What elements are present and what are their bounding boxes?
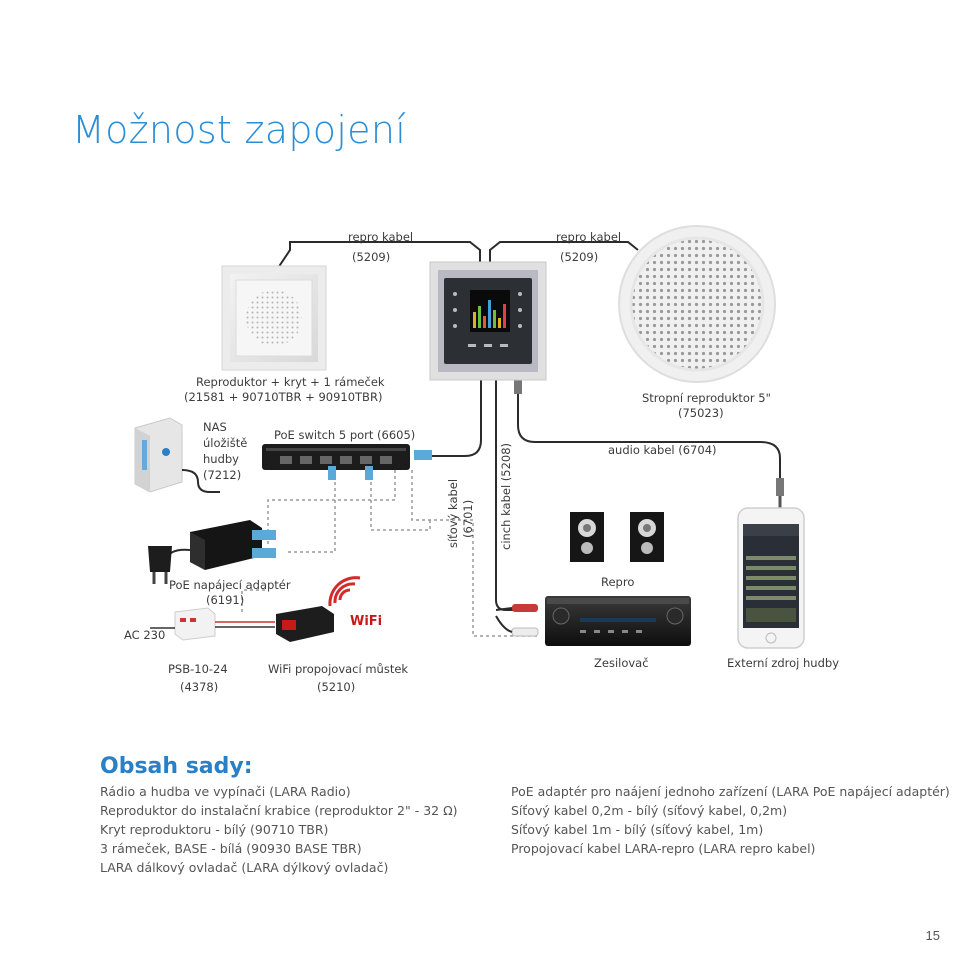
poe-adapter <box>148 520 276 584</box>
psb-label-line1: PSB-10-24 <box>168 662 228 676</box>
list-item: PoE adaptér pro naájení jednoho zařízení… <box>511 784 950 799</box>
amplifier <box>545 596 691 646</box>
ceiling-speaker-label-line2: (75023) <box>678 406 724 420</box>
list-item: Kryt reproduktoru - bílý (90710 TBR) <box>100 822 329 837</box>
psb-label-line2: (4378) <box>180 680 219 694</box>
wifi-logo-text: WiFi <box>350 614 383 629</box>
nas-device <box>134 417 183 493</box>
list-item: Síťový kabel 0,2m - bílý (síťový kabel, … <box>511 803 788 818</box>
nas-label-line3: hudby <box>203 452 239 466</box>
wifi-bridge-label-line2: (5210) <box>317 680 356 694</box>
list-item: Rádio a hudba ve vypínači (LARA Radio) <box>100 784 351 799</box>
contents-left-list: Rádio a hudba ve vypínači (LARA Radio) R… <box>100 782 458 877</box>
poe-adapter-label-line2: (6191) <box>206 593 245 607</box>
repro-cable-right-code: (5209) <box>560 250 599 264</box>
external-source-label: Externí zdroj hudby <box>727 656 840 670</box>
nas-label-line1: NAS <box>203 420 227 434</box>
list-item: Propojovací kabel LARA-repro (LARA repro… <box>511 841 816 856</box>
contents-right-list: PoE adaptér pro naájení jednoho zařízení… <box>511 782 950 858</box>
network-cable-code: (6701) <box>461 499 475 538</box>
list-item: Síťový kabel 1m - bílý (síťový kabel, 1m… <box>511 822 764 837</box>
wifi-bridge-label-line1: WiFi propojovací můstek <box>268 662 409 676</box>
network-cable-panel <box>430 378 482 457</box>
audio-cable-label: audio kabel (6704) <box>608 443 717 457</box>
speaker-label-line1: Reproduktor + kryt + 1 rámeček <box>196 375 385 389</box>
contents-heading: Obsah sady: <box>100 754 253 779</box>
repro-cable-left-label: repro kabel <box>348 230 414 244</box>
psb-power-supply <box>150 607 275 641</box>
ceiling-speaker <box>618 225 776 383</box>
cinch-cable-label: cinch kabel (5208) <box>499 442 513 550</box>
repro-label: Repro <box>601 575 635 589</box>
rca-plugs <box>495 604 539 637</box>
repro-cable-right-label: repro kabel <box>556 230 622 244</box>
network-cable-label: síťový kabel <box>446 478 460 548</box>
nas-label-line4: (7212) <box>203 468 242 482</box>
wifi-bridge <box>276 576 361 642</box>
list-item: 3 rámeček, BASE - bílá (90930 BASE TBR) <box>100 841 362 856</box>
in-wall-speaker <box>221 265 327 371</box>
repro-speakers <box>570 512 664 562</box>
poe-switch-label: PoE switch 5 port (6605) <box>274 428 416 442</box>
page-number: 15 <box>925 928 940 943</box>
list-item: LARA dálkový ovladač (LARA dýlkový ovlad… <box>100 860 389 875</box>
nas-label-line2: úložiště <box>203 436 248 450</box>
ac230-label: AC 230 <box>124 628 166 642</box>
phone <box>737 507 805 649</box>
cinch-cable <box>495 378 520 611</box>
repro-cable-left-code: (5209) <box>352 250 391 264</box>
speaker-label-line2: (21581 + 90710TBR + 90910TBR) <box>184 390 383 404</box>
speaker-cable-right <box>489 241 639 262</box>
page-title: Možnost zapojení <box>72 108 407 152</box>
poe-adapter-label-line1: PoE napájecí adaptér <box>169 578 291 592</box>
speaker-cable-left <box>277 241 481 269</box>
poe-switch <box>262 444 432 480</box>
lara-radio-panel <box>429 261 547 381</box>
list-item: Reproduktor do instalační krabice (repro… <box>100 803 458 818</box>
amplifier-label: Zesilovač <box>594 656 649 670</box>
ceiling-speaker-label-line1: Stropní reproduktor 5" <box>642 391 771 405</box>
